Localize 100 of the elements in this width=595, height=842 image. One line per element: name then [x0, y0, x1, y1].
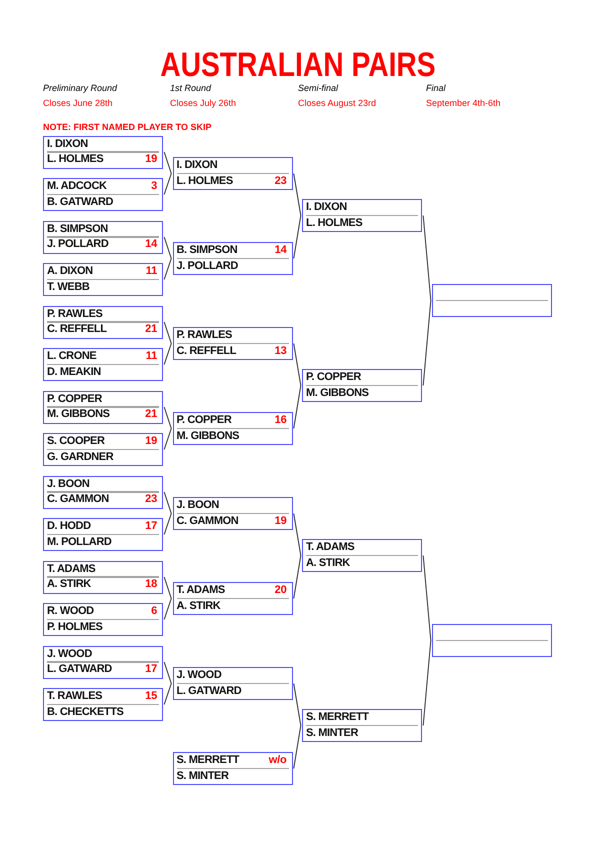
- score: 19: [274, 514, 286, 528]
- player-name: B. SIMPSON: [47, 222, 108, 236]
- player-pair-box: [43, 263, 163, 296]
- player-name: D. HODD: [47, 520, 91, 534]
- bracket-line: [293, 173, 302, 216]
- player-name: I. DIXON: [176, 159, 218, 172]
- player-name: L. HOLMES: [47, 153, 104, 166]
- bracket-line: [164, 406, 172, 429]
- player-name: M. ADCOCK: [47, 180, 107, 194]
- player-name: L. HOLMES: [306, 216, 362, 230]
- bracket-line: [293, 343, 302, 386]
- player-pair-box: [43, 688, 163, 721]
- score: 18: [145, 578, 157, 592]
- score: w/o: [268, 754, 286, 768]
- bracket-line: [164, 428, 172, 450]
- score: 23: [274, 174, 286, 188]
- player-name: L. CRONE: [47, 350, 96, 364]
- bracket-line: [164, 598, 172, 620]
- score: 6: [151, 605, 157, 618]
- player-name: I. DIXON: [306, 201, 347, 214]
- player-name: P. HOLMES: [47, 620, 102, 634]
- score: 19: [145, 435, 157, 448]
- bracket-line: [164, 662, 172, 684]
- player-name: A. STIRK: [47, 578, 91, 592]
- player-name: S. COOPER: [47, 435, 105, 448]
- player-name: G. GARDNER: [47, 450, 114, 464]
- bracket-line: [422, 300, 432, 386]
- player-pair-box: [172, 582, 292, 615]
- player-name: A. STIRK: [176, 600, 220, 613]
- player-pair-box: [43, 603, 163, 636]
- player-name: C. REFFELL: [176, 344, 236, 358]
- player-pair-box: [172, 157, 292, 190]
- player-name: T. ADAMS: [306, 541, 354, 554]
- player-name: S. MERRETT: [306, 711, 369, 724]
- player-name: L. GATWARD: [47, 663, 112, 676]
- score: 14: [145, 238, 157, 252]
- empty-result-box: [432, 624, 552, 657]
- player-pair-box: [172, 412, 292, 445]
- bracket-line: [164, 173, 172, 195]
- player-name: D. MEAKIN: [47, 366, 101, 379]
- bracket-line: [293, 725, 302, 769]
- score: 3: [151, 180, 157, 194]
- player-pair-box: [172, 327, 292, 360]
- bracket-line: [164, 322, 172, 344]
- closing-date: Closes July 26th: [170, 98, 236, 109]
- player-pair-box: [43, 178, 163, 211]
- player-pair-box: [43, 348, 163, 381]
- empty-result-box: [432, 284, 552, 317]
- score: 15: [145, 690, 157, 704]
- player-name: P. COPPER: [176, 414, 232, 428]
- score: 21: [145, 408, 157, 422]
- bracket-line: [422, 640, 432, 726]
- closing-date: Closes August 23rd: [298, 98, 376, 109]
- bracket-line: [164, 236, 172, 259]
- bracket-line: [164, 343, 172, 365]
- title: AUSTRALIAN PAIRS: [160, 48, 436, 82]
- player-name: P. COPPER: [306, 371, 361, 384]
- score: 21: [145, 323, 157, 336]
- player-name: M. GIBBONS: [176, 430, 240, 443]
- player-name: M. POLLARD: [47, 536, 112, 549]
- bracket-line: [164, 152, 172, 174]
- player-name: J. WOOD: [176, 669, 222, 682]
- player-name: J. POLLARD: [176, 260, 238, 273]
- player-pair-box: [43, 220, 163, 254]
- player-name: J. BOON: [47, 478, 90, 491]
- player-name: B. CHECKETTS: [47, 706, 124, 719]
- score: 20: [274, 584, 286, 598]
- score: 17: [145, 520, 157, 534]
- round-heading: Final: [426, 82, 446, 94]
- player-name: T. WEBB: [47, 280, 90, 294]
- score: 19: [145, 153, 157, 166]
- bracket-line: [293, 385, 302, 429]
- player-name: M. GIBBONS: [306, 386, 369, 400]
- score: 14: [274, 244, 286, 258]
- score: 11: [146, 350, 157, 364]
- score: 23: [145, 493, 157, 506]
- bracket-line: [293, 513, 302, 556]
- player-pair-box: [43, 476, 163, 508]
- closing-date: Closes June 28th: [43, 98, 113, 109]
- player-name: J. POLLARD: [47, 238, 108, 252]
- note: NOTE: FIRST NAMED PLAYER TO SKIP: [43, 122, 212, 132]
- player-pair-box: [172, 667, 292, 700]
- player-name: S. MINTER: [306, 726, 358, 740]
- player-name: J. WOOD: [47, 648, 92, 661]
- bracket-line: [164, 258, 172, 280]
- round-heading: Preliminary Round: [43, 82, 118, 94]
- player-pair-box: [43, 560, 163, 594]
- bracket-line: [293, 555, 302, 599]
- player-name: A. DIXON: [47, 265, 93, 278]
- player-name: S. MINTER: [176, 770, 229, 783]
- score: 16: [274, 414, 286, 428]
- bracket-line: [293, 215, 302, 259]
- player-name: A. STIRK: [306, 556, 350, 570]
- player-name: L. HOLMES: [176, 174, 233, 188]
- player-pair-box: [43, 646, 163, 678]
- player-name: B. GATWARD: [47, 196, 114, 209]
- bracket-line: [293, 683, 302, 726]
- player-pair-box: [302, 369, 422, 402]
- player-name: S. MERRETT: [176, 754, 240, 768]
- player-pair-box: [302, 539, 422, 572]
